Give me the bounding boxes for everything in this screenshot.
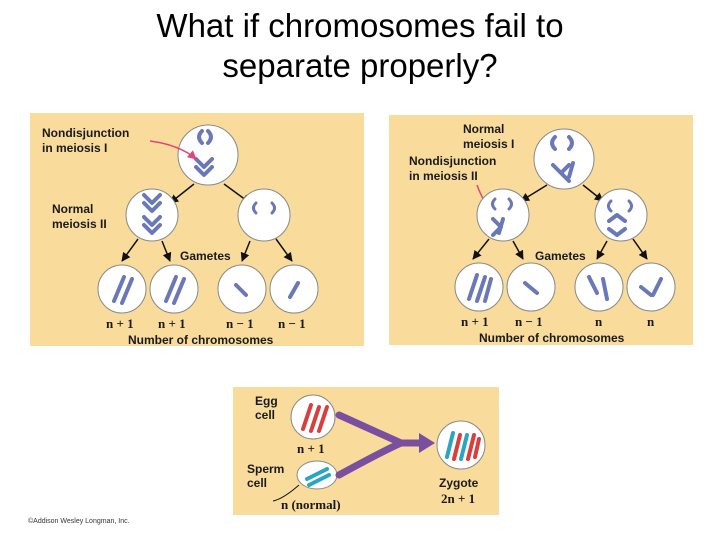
gamete-count: n: [647, 314, 655, 329]
gamete-count: n + 1: [106, 316, 134, 331]
cell-icon: [594, 188, 648, 242]
arrow-icon: [149, 140, 197, 160]
arrow-icon: [512, 240, 524, 260]
fertilization-panel: Egg cell n + 1 Sperm cell n (normal) Zyg…: [233, 387, 499, 515]
cell-icon: [149, 264, 199, 314]
cell-icon: [177, 124, 239, 186]
normal-meiosis-label-2: meiosis II: [52, 217, 107, 231]
zygote-icon: [436, 420, 486, 470]
cell-icon: [533, 128, 595, 190]
gamete-count: n + 1: [158, 316, 186, 331]
nondisjunction-label-2: in meiosis I: [42, 141, 107, 155]
arrow-icon: [275, 238, 293, 262]
gamete-count: n + 1: [461, 314, 489, 329]
cell-icon: [626, 262, 676, 312]
gametes-label: Gametes: [535, 249, 586, 263]
nondisjunction-label: Nondisjunction: [409, 154, 496, 168]
title-line-1: What if chromosomes fail to: [156, 7, 564, 44]
cell-icon: [269, 264, 319, 314]
arrow-icon: [472, 238, 490, 260]
cell-icon: [476, 188, 530, 242]
gamete-count: n: [595, 314, 603, 329]
sperm-cell-label-2: cell: [247, 476, 267, 490]
egg-cell-label: Egg: [255, 394, 278, 408]
sperm-count: n (normal): [281, 497, 341, 512]
nondisjunction-label: Nondisjunction: [42, 126, 129, 140]
sperm-cell-label: Sperm: [247, 462, 284, 476]
meiosis-ii-nondisjunction-panel: Normal meiosis I Nondisjunction in meios…: [389, 115, 693, 345]
title-line-2: separate properly?: [222, 47, 498, 84]
gametes-label: Gametes: [180, 249, 231, 263]
meiosis-i-nondisjunction-panel: Nondisjunction in meiosis I Normal meios…: [30, 113, 364, 346]
arrow-icon: [169, 183, 195, 204]
cell-icon: [97, 264, 147, 314]
arrow-icon: [632, 238, 648, 260]
egg-cell-icon: [290, 394, 336, 440]
cell-icon: [217, 264, 267, 314]
zygote-label: Zygote: [439, 476, 479, 490]
zygote-count: 2n + 1: [441, 491, 475, 506]
arrow-icon: [520, 184, 548, 202]
normal-meiosis-label-2: meiosis I: [463, 137, 514, 151]
cell-icon: [506, 262, 556, 312]
cell-icon: [574, 262, 624, 312]
panel-caption: Number of chromosomes: [128, 333, 274, 346]
slide-title: What if chromosomes fail to separate pro…: [0, 6, 720, 86]
gamete-count: n − 1: [278, 316, 306, 331]
panel-caption: Number of chromosomes: [479, 331, 625, 345]
arrow-icon: [582, 184, 604, 202]
arrow-icon: [121, 238, 139, 262]
gamete-count: n − 1: [515, 314, 543, 329]
egg-cell-label-2: cell: [255, 408, 275, 422]
cell-icon: [237, 188, 291, 242]
arrow-icon: [596, 240, 608, 260]
arrow-icon: [240, 240, 251, 262]
cell-icon: [125, 188, 179, 242]
copyright-notice: ©Addison Wesley Longman, Inc.: [28, 518, 130, 525]
arrow-icon: [161, 240, 172, 262]
nondisjunction-label-2: in meiosis II: [409, 169, 478, 183]
cell-icon: [454, 262, 504, 312]
normal-meiosis-label: Normal: [52, 202, 93, 216]
normal-meiosis-label: Normal: [463, 122, 504, 136]
gamete-count: n − 1: [226, 316, 254, 331]
arrow-icon: [419, 433, 435, 453]
egg-count: n + 1: [297, 441, 325, 456]
